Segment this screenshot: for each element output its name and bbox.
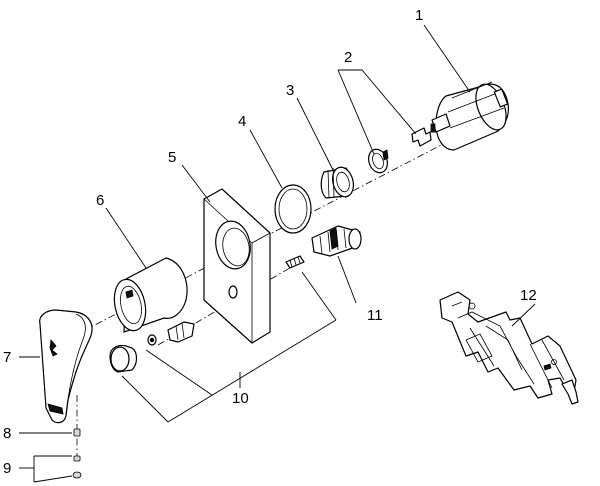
diverter-cartridge-part bbox=[285, 225, 362, 269]
diverter-stem-part bbox=[147, 321, 195, 346]
callout-2: 2 bbox=[344, 49, 352, 66]
cartridge-part bbox=[430, 81, 509, 151]
leader-lines bbox=[19, 24, 536, 483]
callout-5: 5 bbox=[168, 149, 176, 166]
cover-plate-part bbox=[203, 188, 271, 344]
callout-6: 6 bbox=[96, 192, 104, 209]
clip-part bbox=[411, 127, 432, 147]
callout-9: 9 bbox=[3, 460, 11, 477]
threaded-nut-part bbox=[320, 166, 355, 199]
callout-12: 12 bbox=[520, 287, 537, 304]
callout-10: 10 bbox=[232, 390, 249, 407]
callout-11: 11 bbox=[367, 307, 383, 324]
diverter-knob-part bbox=[109, 344, 138, 373]
callout-8: 8 bbox=[3, 425, 11, 442]
callout-7: 7 bbox=[3, 349, 11, 366]
o-ring-part bbox=[274, 184, 312, 234]
callout-4: 4 bbox=[238, 113, 246, 130]
sleeve-part bbox=[113, 257, 188, 333]
callout-1: 1 bbox=[415, 7, 423, 24]
lever-handle-part bbox=[39, 309, 93, 424]
grub-screw-part bbox=[73, 428, 81, 437]
callout-labels: 1 2 3 4 5 6 7 8 9 10 11 12 bbox=[3, 7, 537, 477]
mounting-frame-part bbox=[439, 291, 579, 405]
locking-ring-part bbox=[367, 148, 389, 174]
callout-3: 3 bbox=[286, 82, 294, 99]
screw-set-part bbox=[72, 455, 82, 479]
